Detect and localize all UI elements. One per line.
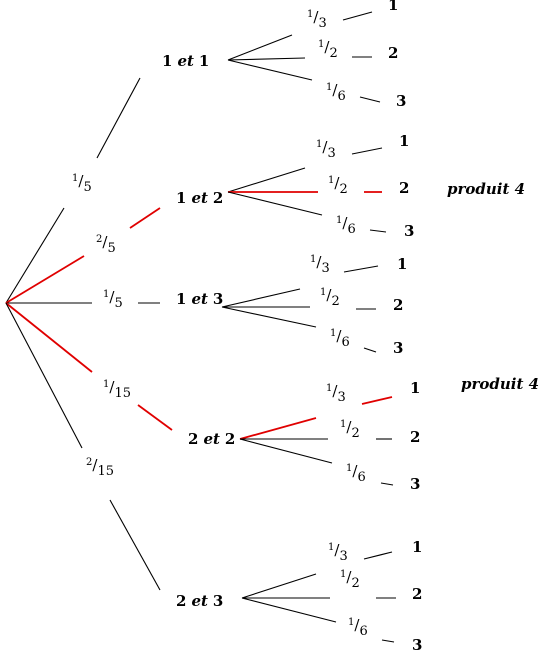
- sub-branch-line: [351, 147, 383, 155]
- outcome-label: 3: [410, 475, 420, 493]
- sub-branch-probability: 1/2: [318, 38, 338, 61]
- outcome-label: 1: [397, 255, 407, 273]
- branch-probability: 2/5: [96, 233, 116, 256]
- branch-line: [137, 404, 173, 431]
- sub-branch-probability: 1/3: [307, 8, 327, 31]
- branch-probability: 1/15: [103, 378, 131, 401]
- sub-branch-line: [342, 11, 373, 21]
- outcome-label: 3: [393, 339, 403, 357]
- sub-branch-probability: 1/2: [328, 174, 348, 197]
- product-note: produit 4: [461, 375, 539, 393]
- branch-probability: 1/5: [72, 172, 92, 195]
- branch-probability: 1/5: [103, 288, 123, 311]
- sub-branch-probability: 1/2: [340, 568, 360, 591]
- sub-branch-line: [239, 417, 317, 440]
- sub-branch-probability: 1/2: [320, 286, 340, 309]
- sub-branch-probability: 1/6: [326, 81, 346, 104]
- sub-branch-line: [359, 96, 381, 103]
- sub-branch-line: [380, 482, 394, 486]
- sub-branch-line: [227, 59, 313, 81]
- sub-branch-line: [363, 347, 377, 353]
- sub-branch-probability: 1/6: [336, 214, 356, 237]
- outcome-label: 1: [388, 0, 398, 14]
- sub-branch-probability: 1/3: [310, 253, 330, 276]
- sub-branch-line: [221, 306, 317, 328]
- sub-branch-probability: 1/6: [348, 616, 368, 639]
- sub-branch-probability: 1/6: [346, 462, 366, 485]
- sub-branch-line: [239, 438, 333, 464]
- sub-branch-line: [363, 551, 393, 560]
- sub-branch-line: [221, 288, 301, 308]
- sub-branch-probability: 1/3: [328, 541, 348, 564]
- outcome-label: 1: [412, 538, 422, 556]
- branch-line: [96, 77, 141, 159]
- sub-branch-line: [227, 57, 306, 61]
- sub-branch-line: [241, 573, 317, 599]
- sub-branch-line: [227, 167, 306, 193]
- branch-line: [129, 207, 161, 229]
- sub-branch-probability: 1/3: [326, 382, 346, 405]
- outcome-label: 2: [399, 179, 409, 197]
- outcome-label: 2: [393, 296, 403, 314]
- sub-branch-line: [369, 229, 387, 233]
- branch-line: [5, 207, 65, 304]
- sub-branch-line: [381, 639, 395, 643]
- sub-branch-line: [361, 396, 393, 405]
- sub-branch-line: [343, 265, 379, 273]
- sub-branch-line: [227, 191, 323, 216]
- outcome-label: 1: [410, 379, 420, 397]
- outcome-label: 2: [410, 428, 420, 446]
- branch-probability: 2/15: [86, 456, 114, 479]
- outcome-label: 2: [412, 585, 422, 603]
- outcome-label: 3: [404, 222, 414, 240]
- outcome-label: 2: [388, 44, 398, 62]
- outcome-label: 3: [412, 636, 422, 652]
- sub-branch-probability: 1/3: [316, 138, 336, 161]
- sub-branch-line: [241, 597, 337, 623]
- outcome-label: 3: [396, 92, 406, 110]
- sub-branch-line: [227, 34, 293, 61]
- sub-branch-probability: 1/6: [330, 327, 350, 350]
- outcome-label: 1: [399, 132, 409, 150]
- branch-line: [5, 302, 93, 373]
- branch-line: [5, 255, 85, 304]
- product-note: produit 4: [447, 180, 525, 198]
- branch-line: [109, 499, 161, 591]
- sub-branch-probability: 1/2: [340, 418, 360, 441]
- branch-line: [5, 302, 83, 449]
